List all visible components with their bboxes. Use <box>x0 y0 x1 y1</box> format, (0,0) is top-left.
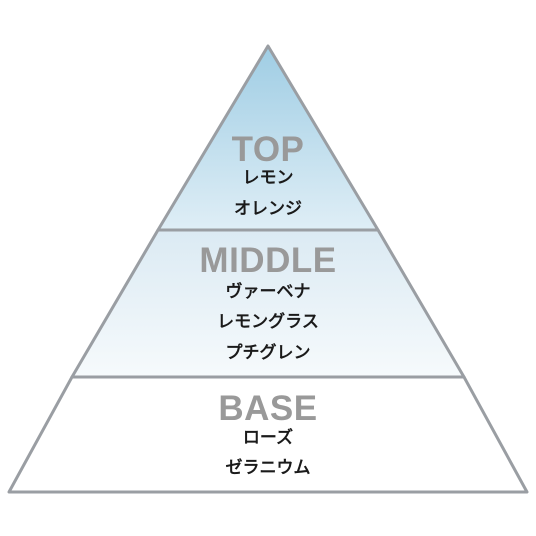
note-item: ローズ <box>242 428 294 448</box>
note-item: ヴァーベナ <box>225 282 311 302</box>
tier-heading-top: TOP <box>231 130 305 169</box>
pyramid-tier-base <box>7 375 529 494</box>
note-item: プチグレン <box>225 343 311 363</box>
note-item: レモングラス <box>217 312 319 332</box>
tier-heading-base: BASE <box>218 389 318 428</box>
note-item: レモン <box>242 168 294 188</box>
note-item: オレンジ <box>234 199 302 219</box>
note-item: ゼラニウム <box>225 458 311 478</box>
tier-heading-middle: MIDDLE <box>199 241 337 280</box>
